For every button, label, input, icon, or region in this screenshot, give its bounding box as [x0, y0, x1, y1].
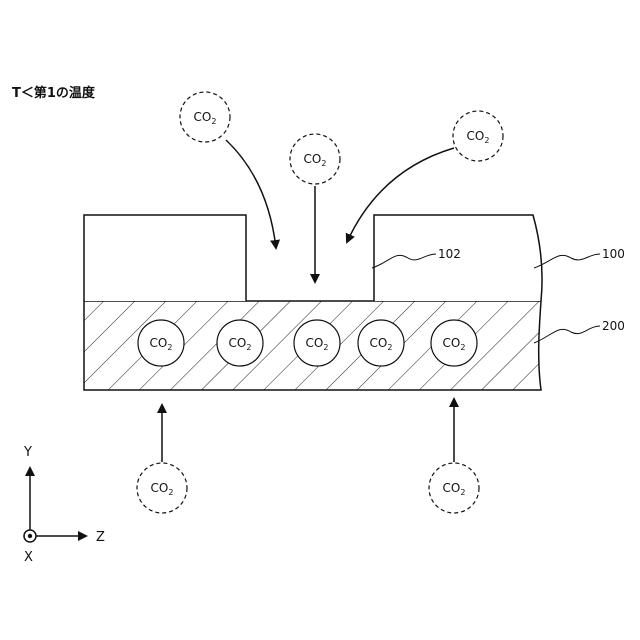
- co2-in-layer-4: CO2: [358, 320, 404, 366]
- ref-label-100: 100: [602, 247, 625, 261]
- coordinate-axes: Y Z X: [23, 445, 105, 565]
- leader-100: [534, 254, 600, 268]
- co2-in-layer-1: CO2: [138, 320, 184, 366]
- co2-gas-top-left: CO2: [180, 92, 230, 142]
- co2-in-layer-3: CO2: [294, 320, 340, 366]
- temperature-condition-label: T＜第1の温度: [12, 85, 96, 101]
- co2-gas-top-right: CO2: [453, 111, 503, 161]
- axis-label-y: Y: [23, 445, 32, 460]
- co2-in-layer-5: CO2: [431, 320, 477, 366]
- co2-gas-bottom-left: CO2: [137, 463, 187, 513]
- ref-label-102: 102: [438, 247, 461, 261]
- substrate-100-left-block: [84, 215, 246, 301]
- axis-label-z: Z: [96, 530, 105, 545]
- axis-label-x: X: [24, 550, 33, 565]
- leader-200: [534, 326, 600, 343]
- co2-gas-top-center: CO2: [290, 134, 340, 184]
- co2-gas-bottom-right: CO2: [429, 463, 479, 513]
- co2-in-layer-2: CO2: [217, 320, 263, 366]
- ref-label-200: 200: [602, 319, 625, 333]
